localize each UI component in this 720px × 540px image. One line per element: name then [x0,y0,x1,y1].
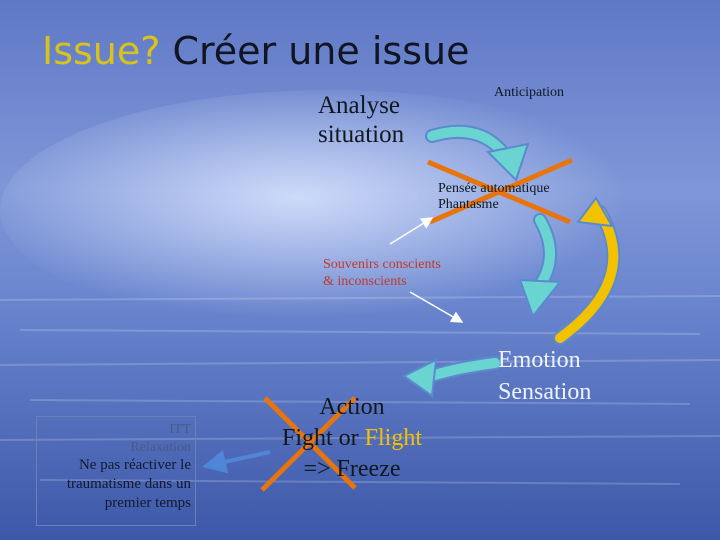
action-to-box-arrow [206,452,270,466]
souvenirs-line-2: & inconscients [323,274,441,291]
itt-line-1: ITT [37,421,191,439]
node-action: Action Fight or Flight => Freeze [272,392,432,486]
souvenirs-line-1: Souvenirs conscients [323,257,441,274]
emotion-line-2: Sensation [498,376,591,408]
title-main: Créer une issue [172,29,469,73]
itt-box: ITT Relaxation Ne pas réactiver le traum… [36,416,196,526]
emotion-to-action-arrow [404,360,495,396]
emotion-line-1: Emotion [498,344,591,376]
node-analyse-situation: Analyse situation [318,92,448,150]
action-flight: Flight [365,425,422,451]
action-or: or [339,425,359,451]
action-line-1: Action [272,392,432,423]
page-title: Issue? Créer une issue [42,30,469,74]
node-souvenirs: Souvenirs conscients & inconscients [323,257,441,291]
itt-line-2: Relaxation [37,439,191,457]
action-fight: Fight [282,425,333,451]
title-question: Issue? [42,29,160,73]
action-line-3: => Freeze [272,454,432,485]
souvenirs-to-pensee-arrow [390,218,432,244]
pensee-to-emotion-arrow [520,220,560,316]
pensee-line-2: Phantasme [438,197,550,213]
souvenirs-to-emotion-arrow [410,292,462,322]
node-emotion-sensation: Emotion Sensation [498,344,591,409]
action-line-2: Fight or Flight [272,423,432,454]
node-pensee-automatique: Pensée automatique Phantasme [438,181,550,213]
node-anticipation: Anticipation [494,85,564,101]
itt-line-3: Ne pas réactiver le traumatisme dans un … [37,456,191,512]
pensee-line-1: Pensée automatique [438,181,550,197]
